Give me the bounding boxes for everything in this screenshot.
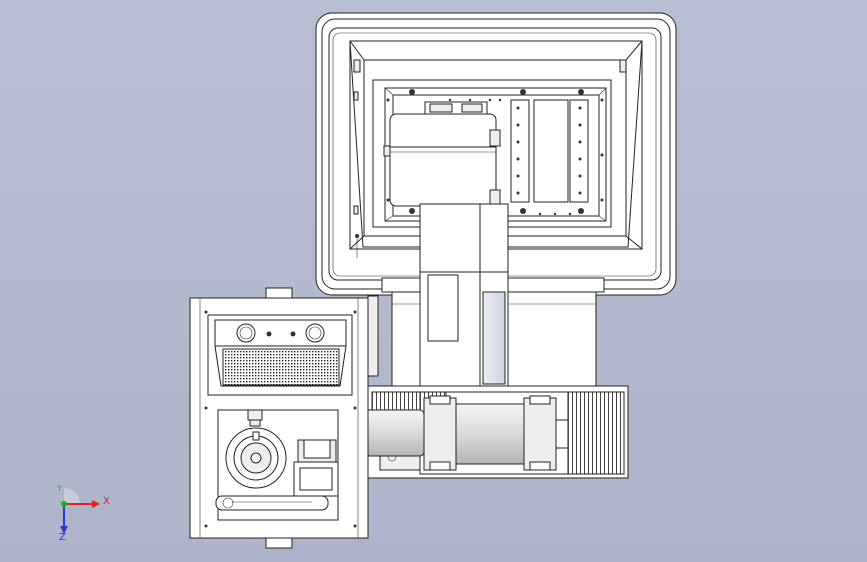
y-axis-label: Y: [57, 484, 62, 493]
axis-triad-icon: [60, 488, 100, 534]
x-axis-label: X: [103, 496, 110, 507]
gantry-column: [367, 203, 605, 399]
z-axis-arrow: [60, 526, 68, 534]
z-axis-label: Z: [59, 532, 66, 543]
top-cabinet: [315, 12, 677, 296]
y-axis-dot: [61, 501, 67, 507]
motor-unit: [351, 385, 629, 479]
axis-triad: X Y Z: [44, 484, 116, 544]
control-cabinet: [189, 287, 369, 549]
x-axis-arrow: [92, 500, 100, 508]
